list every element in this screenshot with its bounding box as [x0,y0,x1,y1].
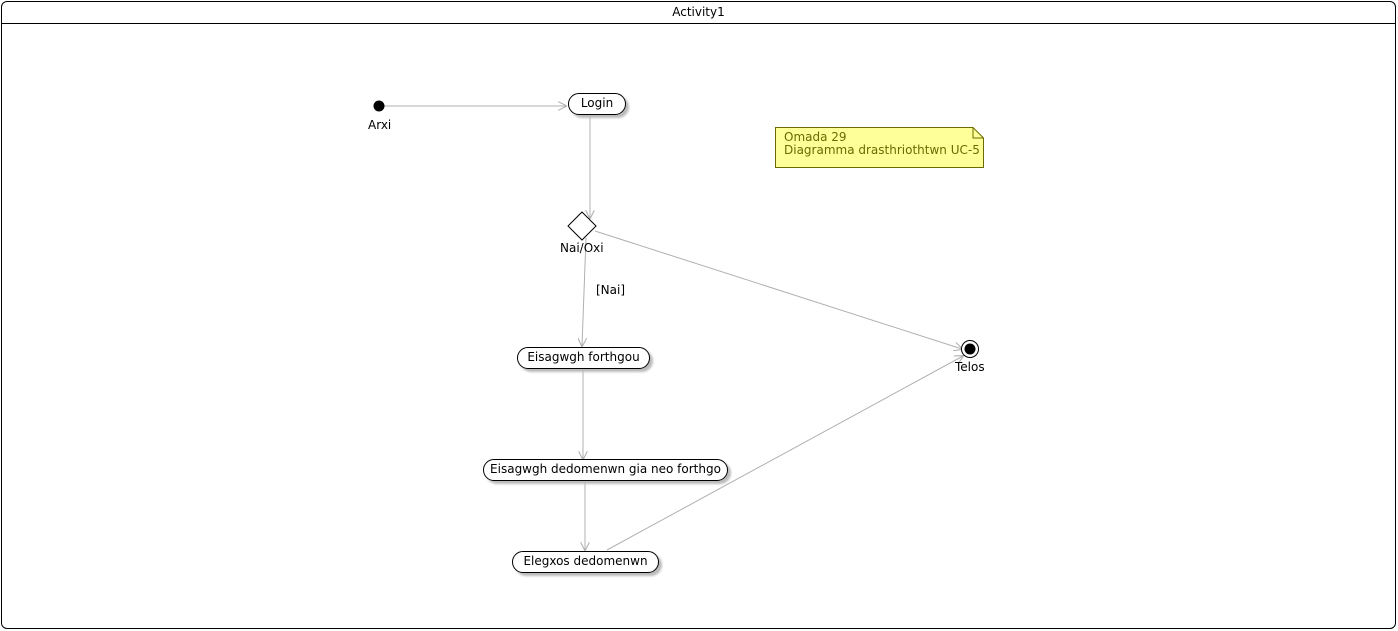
action-elegxos-dedomenwn[interactable]: Elegxos dedomenwn [512,551,659,573]
edge-decision-end [594,230,962,349]
decision-node [567,211,597,241]
action-eisagwgh-forthgou[interactable]: Eisagwgh forthgou [517,347,650,369]
action-eisagwgh-dedomenwn[interactable]: Eisagwgh dedomenwn gia neo forthgo [483,459,728,481]
initial-node-label: Arxi [368,118,392,132]
final-node-inner [964,343,976,355]
initial-node [373,100,385,112]
action-login[interactable]: Login [568,93,626,115]
note-line-1: Omada 29 [784,130,847,144]
edge-decision-action1 [582,237,586,346]
edge-action3-end [606,356,963,551]
note-line-2: Diagramma drasthriothtwn UC-5 [784,143,980,157]
note: Omada 29 Diagramma drasthriothtwn UC-5 [775,127,984,168]
note-shape [775,127,984,168]
guard-label-nai: [Nai] [596,283,626,297]
final-node-label: Telos [955,360,985,374]
frame-title: Activity1 [2,2,1395,24]
decision-node-label: Nai/Oxi [560,241,604,255]
